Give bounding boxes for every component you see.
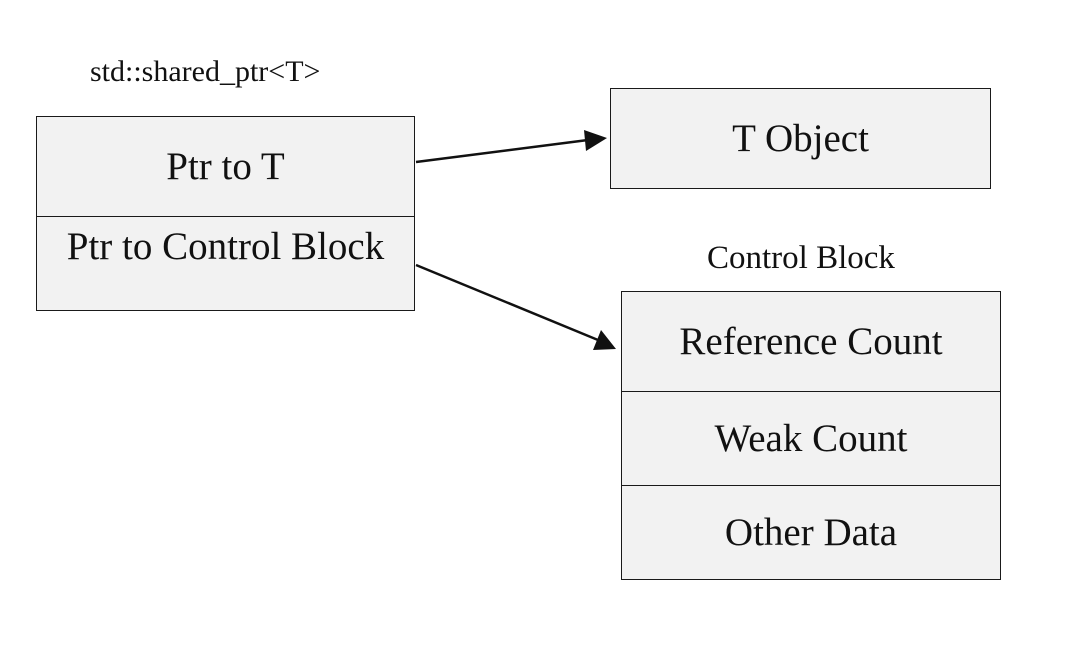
shared-ptr-title: std::shared_ptr<T>	[90, 55, 321, 88]
reference-count-cell: Reference Count	[622, 292, 1000, 392]
t-object-box: T Object	[610, 88, 991, 189]
other-data-cell: Other Data	[724, 511, 898, 554]
arrow-to-t-object	[415, 138, 589, 164]
arrow-to-control-block	[415, 263, 599, 342]
ptr-to-t-cell: Ptr to T	[37, 117, 414, 217]
ptr-to-control-block-cell: Ptr to Control Block	[66, 225, 385, 268]
control-block-title: Control Block	[707, 240, 895, 276]
arrow-to-t-object-head	[584, 130, 607, 151]
control-block-box: Reference Count Weak Count Other Data	[621, 291, 1001, 580]
weak-count-cell: Weak Count	[622, 392, 1000, 486]
arrow-to-control-block-head	[593, 330, 616, 350]
shared-ptr-box: Ptr to T Ptr to Control Block	[36, 116, 415, 311]
